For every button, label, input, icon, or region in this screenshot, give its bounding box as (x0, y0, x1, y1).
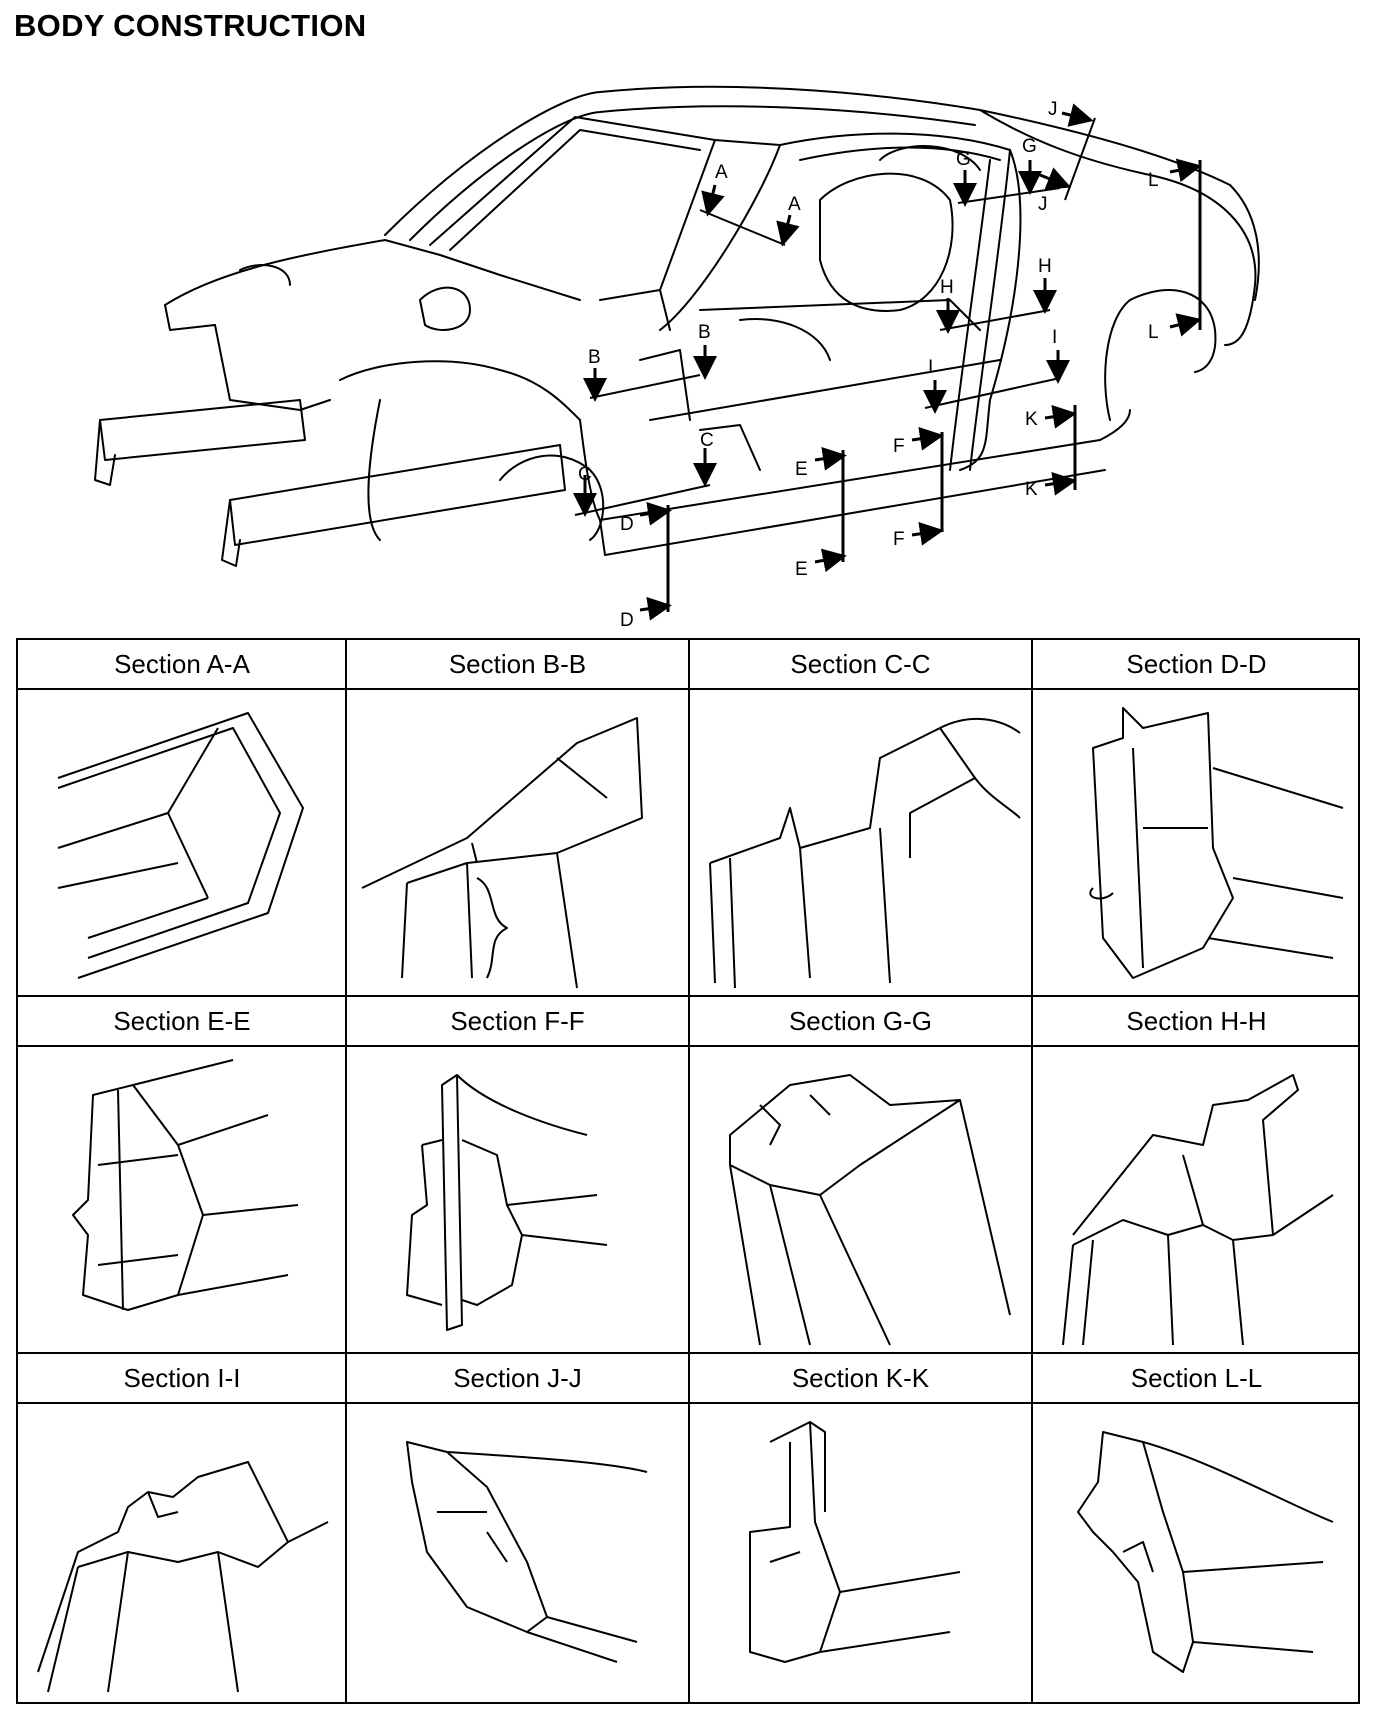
section-drawing-l (1033, 1402, 1360, 1704)
section-drawing-k (690, 1402, 1031, 1704)
section-title: Section E-E (18, 997, 346, 1047)
marker-b-1: B (588, 347, 601, 368)
section-grid: Section A-A Section B-B Section C-C (16, 638, 1360, 1704)
section-title: Section G-G (690, 997, 1031, 1047)
marker-e-1: E (795, 459, 808, 480)
section-cell-l: Section L-L (1033, 1354, 1360, 1704)
section-cell-i: Section I-I (18, 1354, 346, 1704)
marker-f-2: F (893, 529, 905, 550)
section-drawing-h (1033, 1045, 1360, 1353)
section-drawing-b (347, 688, 688, 996)
marker-a-1: A (715, 162, 728, 183)
section-cell-d: Section D-D (1033, 640, 1360, 996)
section-cell-a: Section A-A (18, 640, 346, 996)
marker-l-2: L (1148, 322, 1159, 343)
section-drawing-g (690, 1045, 1031, 1353)
section-drawing-i (18, 1402, 346, 1704)
section-drawing-d (1033, 688, 1360, 996)
section-title: Section L-L (1033, 1354, 1360, 1404)
section-marker-labels: A A B B C C D D E E F F G G H H I I J J … (578, 99, 1159, 630)
car-body-illustration: A A B B C C D D E E F F G G H H I I J J … (94, 85, 1260, 630)
section-title: Section F-F (347, 997, 688, 1047)
marker-i-2: I (1052, 327, 1057, 348)
section-title: Section A-A (18, 640, 346, 690)
section-cell-f: Section F-F (347, 997, 688, 1353)
grid-divider (688, 640, 690, 1702)
marker-j-1: J (1048, 99, 1058, 120)
section-cell-h: Section H-H (1033, 997, 1360, 1353)
marker-c-1: C (578, 464, 592, 485)
section-title: Section B-B (347, 640, 688, 690)
grid-divider (1031, 640, 1033, 1702)
marker-h-1: H (940, 277, 954, 298)
section-drawing-c (690, 688, 1031, 996)
section-title: Section H-H (1033, 997, 1360, 1047)
grid-divider (18, 995, 1358, 997)
marker-b-2: B (698, 322, 711, 343)
grid-divider (345, 640, 347, 1702)
marker-i-1: I (928, 357, 933, 378)
section-cell-c: Section C-C (690, 640, 1031, 996)
marker-e-2: E (795, 559, 808, 580)
section-title: Section C-C (690, 640, 1031, 690)
marker-l-1: L (1148, 170, 1159, 191)
marker-g-2: G (1022, 136, 1037, 157)
section-cell-k: Section K-K (690, 1354, 1031, 1704)
marker-g-1: G (956, 149, 971, 170)
section-drawing-a (18, 688, 346, 996)
marker-d-2: D (620, 610, 634, 630)
section-drawing-f (347, 1045, 688, 1353)
section-drawing-j (347, 1402, 688, 1704)
section-title: Section D-D (1033, 640, 1360, 690)
section-cell-j: Section J-J (347, 1354, 688, 1704)
marker-a-2: A (788, 194, 801, 215)
section-drawing-e (18, 1045, 346, 1353)
marker-d-1: D (620, 514, 634, 535)
section-cell-g: Section G-G (690, 997, 1031, 1353)
grid-divider (18, 1352, 1358, 1354)
marker-k-2: K (1025, 479, 1038, 500)
section-markers (573, 103, 1202, 621)
section-cell-e: Section E-E (18, 997, 346, 1353)
marker-h-2: H (1038, 256, 1052, 277)
marker-c-2: C (700, 430, 714, 451)
section-cell-b: Section B-B (347, 640, 688, 996)
marker-j-2: J (1038, 194, 1048, 215)
section-title: Section I-I (18, 1354, 346, 1404)
page-title: BODY CONSTRUCTION (14, 8, 367, 43)
section-title: Section J-J (347, 1354, 688, 1404)
section-title: Section K-K (690, 1354, 1031, 1404)
marker-k-1: K (1025, 409, 1038, 430)
car-outline (94, 85, 1260, 567)
marker-f-1: F (893, 436, 905, 457)
